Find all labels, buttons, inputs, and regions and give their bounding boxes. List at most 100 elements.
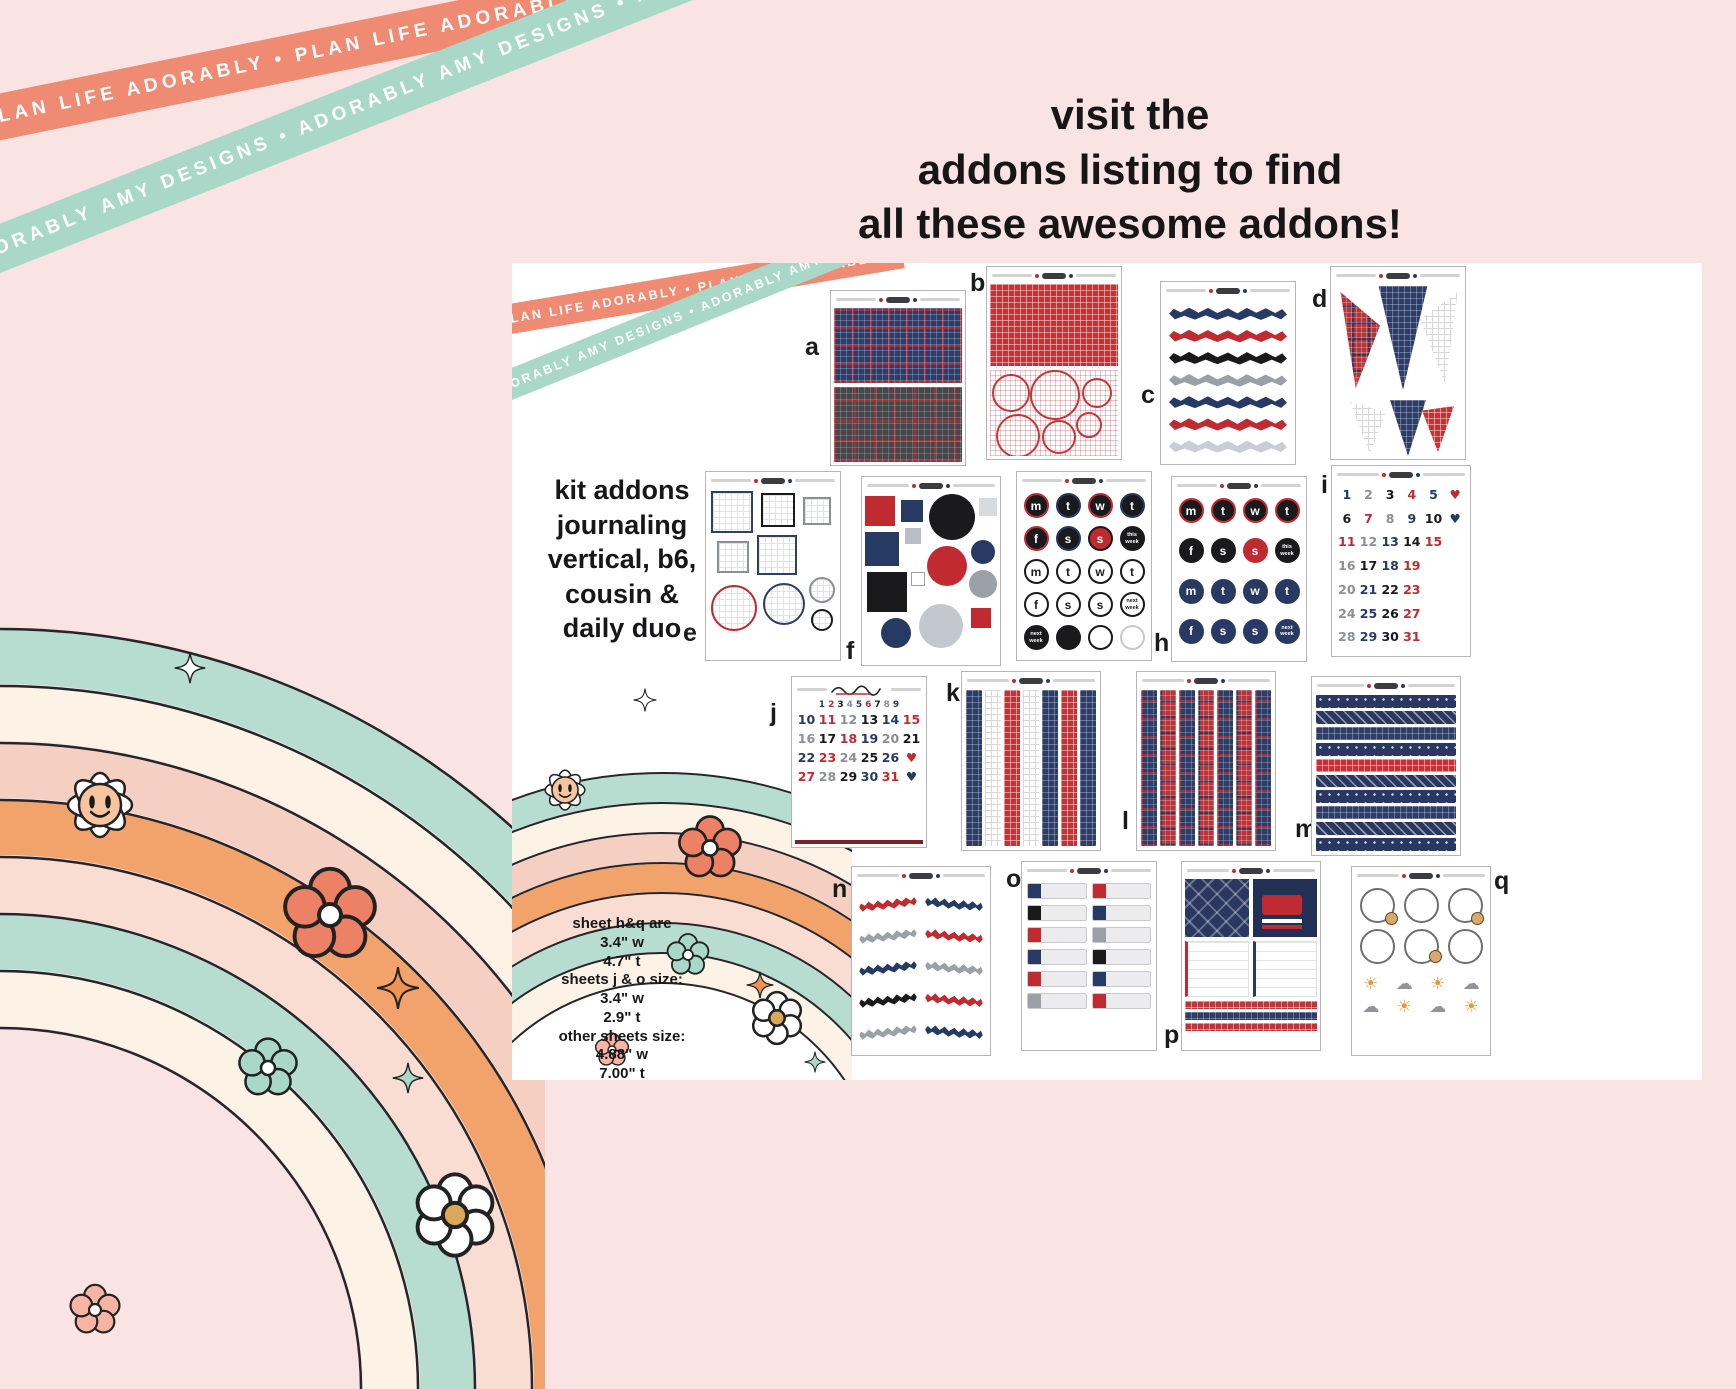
date-number-sticker: 7 <box>1364 510 1373 526</box>
sticker-sheet-c <box>1160 281 1296 465</box>
square-sticker <box>865 532 899 566</box>
sheet-label-p: p <box>1164 1021 1180 1049</box>
date-dot-sticker: this week <box>1274 538 1300 564</box>
date-number-sticker: 25 <box>860 750 879 765</box>
date-dot-sticker: f <box>1023 526 1049 551</box>
tracker-strip-sticker <box>1027 883 1087 899</box>
washi-strip-stack <box>1185 1001 1317 1031</box>
date-number-sticker <box>1445 606 1465 626</box>
pennant-sticker <box>1390 400 1426 456</box>
weather-doodle-sticker: ☁ <box>1462 974 1480 994</box>
date-dot-sticker: m <box>1178 578 1204 604</box>
date-dot-sticker: m <box>1023 493 1049 518</box>
washi-strip-sticker <box>1316 822 1456 836</box>
date-number-sticker: 30 <box>1381 629 1399 645</box>
tracker-strip-sticker <box>1027 927 1087 943</box>
sheet-label-d: d <box>1312 285 1328 313</box>
washi-strip-sticker <box>1316 806 1456 820</box>
scribble-sticker <box>858 895 917 914</box>
square-sticker <box>865 496 895 526</box>
sheet-header <box>1175 480 1303 491</box>
sheet-m-body <box>1315 694 1457 852</box>
scribble-sticker <box>1169 307 1287 321</box>
tracker-strip-sticker <box>1091 927 1151 943</box>
washi-strip-sticker <box>1198 690 1214 846</box>
date-number-sticker: 24 <box>1338 605 1356 621</box>
tracker-strip-sticker <box>1091 883 1151 899</box>
date-dot-sticker: f <box>1178 618 1204 644</box>
date-number-sticker: 21 <box>1359 581 1378 597</box>
sheet-header <box>1140 675 1272 686</box>
washi-strip-sticker <box>1316 758 1456 772</box>
washi-strip-sticker <box>1185 1012 1317 1020</box>
date-number-sticker: 6 <box>1342 510 1352 526</box>
date-number-sticker: 17 <box>1359 558 1378 574</box>
sheet-b-body <box>990 284 1118 456</box>
date-number-sticker: 8 <box>883 700 890 710</box>
washi-strip-sticker <box>1160 690 1176 846</box>
date-dot-sticker: w <box>1242 578 1268 604</box>
sheet-header <box>1315 680 1457 691</box>
date-number-sticker: 23 <box>1403 581 1421 597</box>
sheet-label-i: i <box>1321 471 1328 499</box>
weather-doodle-sticker: ☁ <box>1362 997 1380 1018</box>
date-dot-sticker: t <box>1119 559 1145 584</box>
weather-doodle-sticker: ☀ <box>1396 997 1412 1018</box>
date-number-sticker <box>1424 629 1444 649</box>
date-number-sticker: 15 <box>1424 534 1443 550</box>
sheet-label-c: c <box>1141 381 1155 409</box>
full-box-sticker <box>834 387 962 462</box>
date-number-sticker: 28 <box>1338 629 1356 645</box>
scribble-sticker <box>925 927 984 944</box>
date-number-sticker: 24 <box>839 750 858 765</box>
date-dot-sticker: t <box>1274 498 1300 523</box>
square-frame-sticker <box>717 541 749 573</box>
date-number-sticker: 25 <box>1359 605 1378 621</box>
circle-sticker <box>969 570 997 598</box>
date-number-sticker: 3 <box>837 700 844 710</box>
circle-frame-sticker <box>811 609 833 631</box>
tracker-strip-sticker <box>1027 905 1087 921</box>
kit-addons-text-line: cousin & <box>564 578 679 609</box>
truck-illustration <box>1262 895 1302 915</box>
washi-strip-sticker <box>1185 1001 1317 1009</box>
square-sticker <box>905 528 921 544</box>
date-dot-sticker: s <box>1087 526 1113 551</box>
addons-panel: PLAN LIFE ADORABLY • PLAN LIFE ADORABLY … <box>512 263 1702 1080</box>
date-number-sticker: 12 <box>1359 534 1378 550</box>
washi-strip-sticker <box>1316 695 1456 708</box>
square-sticker <box>971 608 991 628</box>
date-dot-sticker: s <box>1087 592 1113 617</box>
sheet-sizes-text-line: 4.7" t <box>603 952 641 970</box>
sheet-label-h: h <box>1154 629 1170 657</box>
date-number-sticker: 5 <box>855 700 863 710</box>
circle-sticker <box>929 494 975 540</box>
circle-sticker <box>971 540 995 564</box>
date-number-sticker: 10 <box>1424 510 1443 526</box>
round-frame-sticker <box>1447 929 1483 964</box>
sheet-header <box>965 675 1097 686</box>
rainbow-bands <box>0 627 545 1389</box>
scribble-sticker <box>1169 329 1287 343</box>
sheet-header <box>1355 870 1487 881</box>
date-number-sticker: 19 <box>860 731 879 746</box>
scribble-sticker <box>1169 374 1287 387</box>
pennant-sticker <box>1378 286 1428 390</box>
sticker-sheet-e <box>705 471 841 661</box>
date-number-sticker: 2 <box>828 700 835 710</box>
sticker-sheet-l <box>1136 671 1276 851</box>
scribble-sticker <box>925 959 984 976</box>
full-box-row <box>1185 879 1317 937</box>
square-sticker <box>867 572 907 612</box>
date-number-sticker: 18 <box>839 731 858 746</box>
washi-strip-sticker <box>1316 790 1456 804</box>
date-number-sticker <box>1424 582 1444 602</box>
date-number-sticker <box>1445 629 1465 649</box>
square-frame-sticker <box>711 491 753 533</box>
pennant-sticker <box>1350 402 1386 454</box>
date-dot-sticker: t <box>1055 559 1081 584</box>
